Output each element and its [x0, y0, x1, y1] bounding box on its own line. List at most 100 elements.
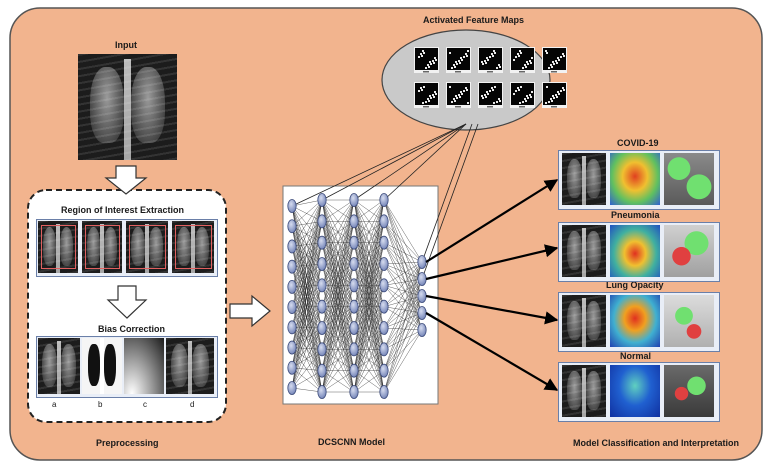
- network-node: [379, 342, 389, 357]
- network-node: [317, 278, 327, 293]
- network-connection: [383, 312, 423, 371]
- output-arrow: [425, 294, 559, 325]
- network-node: [317, 299, 327, 314]
- network-connection: [353, 199, 385, 265]
- network-connection: [383, 221, 423, 263]
- output-arrow: [425, 312, 559, 391]
- network-node: [287, 360, 297, 375]
- network-connection: [291, 266, 323, 371]
- network-node: [379, 193, 389, 207]
- network-connection: [291, 226, 323, 307]
- network-node: [379, 214, 389, 229]
- feature-map-tile: [446, 47, 471, 73]
- network-connection: [383, 278, 423, 329]
- network-connection: [353, 199, 385, 393]
- class-normal-xray: [562, 365, 606, 417]
- network-connection: [383, 242, 423, 263]
- network-connection: [353, 242, 385, 393]
- network-node: [379, 363, 389, 378]
- network-connection: [291, 199, 323, 207]
- network-node: [349, 363, 359, 378]
- network-connection: [353, 285, 385, 393]
- bias-image-d: [166, 338, 214, 394]
- network-connection: [383, 329, 423, 371]
- network-connection: [383, 295, 423, 393]
- network-node: [317, 257, 327, 271]
- bias-image-c: [124, 338, 164, 394]
- bias-image-b: [82, 338, 122, 394]
- class-lung-opacity-heatmap: [610, 295, 660, 347]
- network-connection: [291, 226, 323, 243]
- feature-map-connection: [421, 123, 473, 263]
- roi-image-2: [82, 221, 122, 273]
- network-connection: [353, 199, 385, 222]
- network-connection: [291, 246, 323, 265]
- roi-image-1: [38, 221, 78, 273]
- network-connection: [291, 226, 323, 329]
- network-connection: [291, 306, 323, 329]
- network-connection: [291, 327, 323, 393]
- network-connection: [291, 266, 323, 286]
- network-connection: [291, 246, 323, 286]
- network-node: [317, 342, 327, 357]
- network-node: [379, 385, 389, 399]
- class-label-lung-opacity: Lung Opacity: [606, 280, 664, 290]
- network-connection: [291, 205, 323, 243]
- network-connection: [291, 226, 323, 286]
- network-connection: [353, 199, 385, 307]
- network-node: [417, 255, 427, 269]
- class-pneumonia-xray: [562, 225, 606, 277]
- network-node: [349, 214, 359, 229]
- network-connection: [321, 285, 355, 393]
- network-connection: [353, 199, 385, 243]
- input-xray-image: [78, 54, 177, 160]
- class-lung-opacity-xray: [562, 295, 606, 347]
- network-connection: [291, 266, 323, 350]
- feature-map-tile: [414, 82, 439, 108]
- network-node: [317, 235, 327, 250]
- roi-image-3: [126, 221, 168, 273]
- network-connection: [353, 263, 385, 393]
- bias-sublabel-b: b: [98, 400, 103, 409]
- network-connection: [291, 199, 323, 348]
- network-connection: [291, 306, 323, 350]
- feature-map-tile: [510, 82, 535, 108]
- network-connection: [353, 221, 385, 393]
- network-connection: [321, 242, 355, 393]
- network-node: [417, 272, 427, 286]
- network-connection: [291, 286, 323, 350]
- network-connection: [291, 199, 323, 389]
- network-connection: [321, 199, 355, 371]
- network-connection: [353, 199, 385, 329]
- feature-map-connection: [383, 123, 467, 201]
- feature-map-tile: [414, 47, 439, 73]
- network-connection: [353, 199, 385, 350]
- network-connection: [353, 199, 385, 371]
- model-label: DCSCNN Model: [318, 437, 385, 447]
- network-connection: [291, 266, 323, 307]
- network-connection: [291, 286, 323, 329]
- network-connection: [353, 199, 385, 286]
- network-connection: [321, 199, 355, 393]
- network-node: [417, 289, 427, 303]
- network-node: [379, 299, 389, 314]
- bias-sublabel-d: d: [190, 400, 195, 409]
- network-connection: [383, 261, 423, 265]
- network-connection: [291, 205, 323, 265]
- network-connection: [291, 307, 323, 371]
- network-connection: [353, 327, 385, 393]
- network-connection: [291, 246, 323, 307]
- network-connection: [353, 370, 385, 393]
- bias-sublabel-a: a: [52, 400, 57, 409]
- feature-map-tile: [478, 82, 503, 108]
- network-node: [287, 320, 297, 335]
- roi-label: Region of Interest Extraction: [61, 205, 185, 215]
- network-connection: [321, 199, 355, 265]
- network-connection: [291, 199, 323, 247]
- input-label: Input: [115, 40, 137, 50]
- network-connection: [291, 199, 323, 287]
- network-connection: [291, 221, 323, 389]
- network-connections: [291, 199, 423, 393]
- class-lung-opacity-mask: [664, 295, 714, 347]
- network-node: [287, 340, 297, 355]
